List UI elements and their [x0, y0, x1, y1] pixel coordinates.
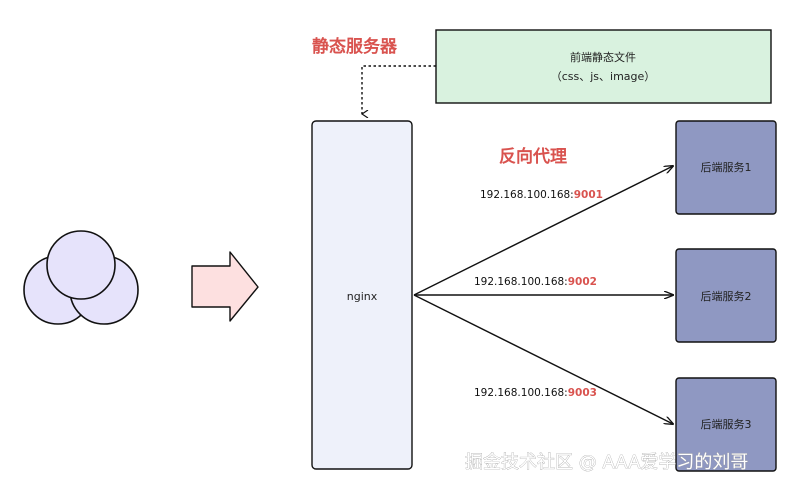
backend-service-2: 后端服务2	[675, 248, 777, 343]
backend-label-3: 后端服务3	[701, 418, 752, 431]
route-label-2: 192.168.100.168:9002	[474, 276, 597, 288]
backend-service-1: 后端服务1	[675, 120, 777, 215]
static-server-title: 静态服务器	[312, 36, 398, 57]
route-ip-2: 192.168.100.168:	[474, 276, 568, 288]
route-port-1: 9001	[574, 189, 603, 201]
static-files-label: 前端静态文件	[570, 50, 636, 64]
route-label-3: 192.168.100.168:9003	[474, 387, 597, 399]
backend-label-1: 后端服务1	[701, 161, 752, 174]
backend-label-2: 后端服务2	[701, 290, 752, 303]
route-ip-3: 192.168.100.168:	[474, 387, 568, 399]
route-port-2: 9002	[568, 276, 597, 288]
backend-service-3: 后端服务3	[675, 377, 777, 472]
nginx-box	[311, 120, 413, 470]
route-label-1: 192.168.100.168:9001	[480, 189, 603, 201]
static-files-types: （css、js、image）	[551, 70, 656, 83]
route-ip-1: 192.168.100.168:	[480, 189, 574, 201]
static-files-box	[435, 29, 772, 104]
request-flow-arrow-icon	[191, 251, 259, 322]
nginx-label: nginx	[347, 290, 378, 303]
route-port-3: 9003	[568, 387, 597, 399]
watermark: 掘金技术社区 @ AAA爱学习的刘哥	[465, 452, 748, 473]
static-connector	[362, 65, 436, 114]
reverse-proxy-title: 反向代理	[499, 146, 567, 167]
route-line-3	[413, 294, 673, 424]
route-line-1	[413, 166, 673, 296]
client-group-icon	[23, 230, 139, 325]
